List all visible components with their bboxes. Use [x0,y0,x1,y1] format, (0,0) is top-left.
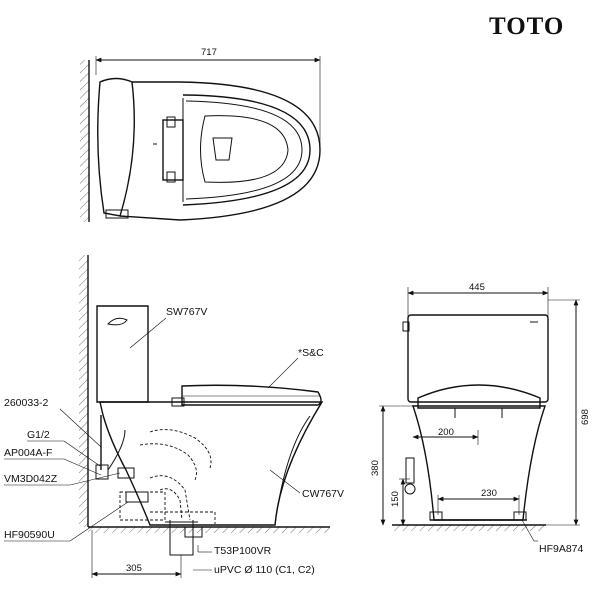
label-fill-part: 260033-2 [4,397,49,409]
label-seat: *S&C [298,347,324,359]
top-view: 717 [80,47,321,222]
toto-logo: TOTO [489,13,564,40]
dim-200: 200 [438,427,454,438]
tank-front [407,314,549,403]
flush-button-icon [107,317,128,326]
label-bolt: HF90590U [4,529,55,541]
dim-305: 305 [126,563,142,574]
dim-445: 445 [469,282,485,293]
bowl-front [412,405,546,521]
dim-380: 380 [370,460,381,476]
tank-foot [105,209,129,219]
label-hose: VM3D042Z [4,473,58,485]
seat-outline-top [182,94,311,206]
drain-top [212,137,233,161]
label-pipe: uPVC Ø 110 (C1, C2) [214,564,315,576]
label-fixing: HF9A874 [539,543,584,555]
front-view: 445 698 380 150 [370,282,591,555]
side-view: 305 SW767V *S&C CW767V 260033-2 G1/2 AP0… [4,255,344,578]
dim-717: 717 [201,47,217,58]
label-flange: T53P100VR [214,545,272,557]
seat-side [181,384,322,406]
dim-698: 698 [580,409,591,425]
hinge-block [162,119,184,181]
label-angle-valve: AP004A-F [4,447,52,459]
label-tank: SW767V [166,306,207,318]
label-bowl: CW767V [302,488,344,500]
angle-valve [95,464,109,480]
side-wall-hatch [79,255,88,527]
tank-top [97,77,135,217]
bowl-outline-top [119,81,321,221]
tank-side [96,305,149,403]
label-thread: G1/2 [27,429,50,441]
dim-230: 230 [481,488,497,499]
dim-150: 150 [390,491,401,507]
bowl-side [99,401,324,526]
seat-front [417,384,541,409]
top-wall-hatch [80,60,89,222]
supply-valve-front [405,457,415,484]
bowl-opening-top [200,115,289,183]
